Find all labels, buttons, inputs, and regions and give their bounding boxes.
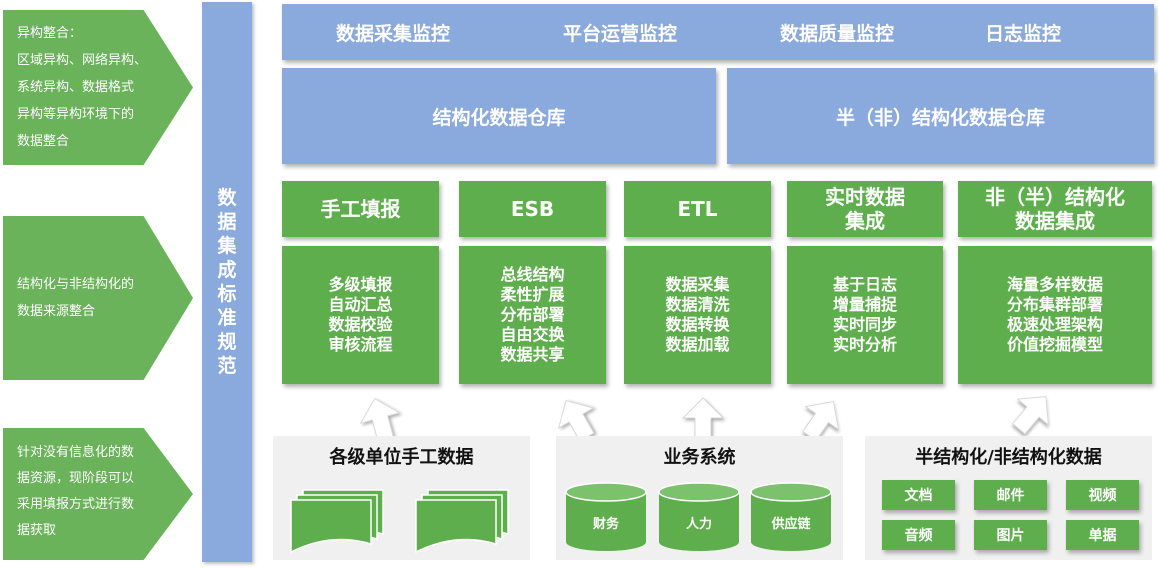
integration-body-realtime: 基于日志 增量捕捉 实时同步 实时分析 bbox=[787, 246, 943, 384]
source-semi-structured: 半结构化/非结构化数据 文档 邮件 视频 音频 图片 单据 bbox=[865, 436, 1152, 560]
document-stack-icon bbox=[415, 489, 509, 554]
source-title: 各级单位手工数据 bbox=[329, 447, 474, 468]
integration-item: 极速处理架构 bbox=[1006, 315, 1103, 334]
database-icons: 财务 人力 供应链 bbox=[565, 482, 832, 551]
integration-title-etl: ETL bbox=[624, 181, 771, 237]
panel-line: 数据来源整合 bbox=[17, 304, 96, 319]
database-icon: 财务 bbox=[565, 482, 647, 551]
database-label: 财务 bbox=[593, 516, 620, 532]
integration-item: 自由交换 bbox=[500, 325, 565, 344]
monitoring-bar: 数据采集监控 平台运营监控 数据质量监控 日志监控 bbox=[282, 4, 1154, 60]
data-type-email: 邮件 bbox=[974, 480, 1047, 510]
panel-line: 异构等异构环境下的 bbox=[17, 107, 135, 122]
data-type-audio: 音频 bbox=[882, 520, 955, 550]
integration-item: 柔性扩展 bbox=[500, 285, 565, 304]
integration-item: 基于日志 bbox=[832, 275, 897, 294]
integration-item: 分布集群部署 bbox=[1006, 295, 1103, 314]
integration-title-unstructured: 非（半）结构化数据集成 bbox=[958, 181, 1152, 237]
source-title: 半结构化/非结构化数据 bbox=[915, 447, 1102, 468]
integration-item: 自动汇总 bbox=[328, 295, 393, 314]
integration-item: 总线结构 bbox=[500, 265, 565, 284]
integration-body-unstructured: 海量多样数据 分布集群部署 极速处理架构 价值挖掘模型 bbox=[958, 246, 1152, 384]
database-icon: 供应链 bbox=[750, 482, 832, 551]
monitor-platform-operation: 平台运营监控 bbox=[563, 22, 678, 45]
integration-item: 实时同步 bbox=[832, 315, 897, 334]
monitor-log: 日志监控 bbox=[985, 22, 1062, 45]
integration-item: 海量多样数据 bbox=[1006, 275, 1103, 294]
integration-item: 实时分析 bbox=[832, 335, 897, 354]
standard-char: 标 bbox=[217, 283, 237, 305]
database-label: 供应链 bbox=[770, 516, 811, 532]
standard-char: 集 bbox=[217, 235, 237, 257]
integration-title: 实时数据集成 bbox=[825, 185, 905, 233]
standard-char: 准 bbox=[217, 307, 237, 329]
document-stack-icon bbox=[290, 489, 384, 554]
integration-item: 数据转换 bbox=[665, 315, 730, 334]
source-manual-data: 各级单位手工数据 bbox=[273, 436, 530, 560]
standard-char: 据 bbox=[217, 211, 237, 233]
integration-item: 数据采集 bbox=[665, 275, 730, 294]
integration-standard-bar: 数 据 集 成 标 准 规 范 bbox=[202, 2, 252, 562]
integration-title: ESB bbox=[510, 197, 555, 221]
document-stack-icons bbox=[290, 489, 509, 554]
panel-line: 区域异构、网络异构、 bbox=[17, 53, 148, 68]
database-label: 人力 bbox=[686, 516, 712, 532]
source-business-systems: 业务系统 财务 人力 供应链 bbox=[556, 436, 843, 560]
panel-line: 据获取 bbox=[17, 523, 57, 538]
data-type-document: 文档 bbox=[882, 480, 955, 510]
integration-title-manual: 手工填报 bbox=[282, 181, 439, 237]
integration-item: 增量捕捉 bbox=[832, 295, 897, 314]
monitor-data-quality: 数据质量监控 bbox=[780, 22, 895, 45]
panel-line: 针对没有信息化的数 bbox=[17, 445, 135, 460]
source-title: 业务系统 bbox=[663, 447, 736, 468]
arrow-up-icon bbox=[1003, 383, 1062, 443]
panel-line: 据资源，现阶段可以 bbox=[17, 471, 135, 486]
panel-line: 采用填报方式进行数 bbox=[17, 497, 135, 512]
structured-warehouse: 结构化数据仓库 bbox=[282, 68, 716, 164]
integration-title: 非（半）结构化数据集成 bbox=[985, 185, 1125, 233]
panel-line: 系统异构、数据格式 bbox=[17, 80, 135, 95]
integration-item: 审核流程 bbox=[328, 335, 393, 354]
standard-char: 数 bbox=[217, 187, 237, 209]
standard-char: 规 bbox=[217, 331, 237, 353]
database-icon: 人力 bbox=[658, 482, 740, 551]
panel-line: 异构整合： bbox=[17, 26, 83, 41]
integration-body-manual: 多级填报 自动汇总 数据校验 审核流程 bbox=[282, 246, 439, 384]
integration-item: 数据加载 bbox=[665, 335, 730, 354]
integration-body-etl: 数据采集 数据清洗 数据转换 数据加载 bbox=[624, 246, 771, 384]
integration-item: 数据校验 bbox=[328, 315, 393, 334]
integration-title: ETL bbox=[677, 197, 718, 221]
integration-item: 价值挖掘模型 bbox=[1006, 335, 1103, 354]
integration-item: 数据共享 bbox=[500, 345, 565, 364]
standard-char: 范 bbox=[217, 355, 237, 377]
data-type-receipt: 单据 bbox=[1066, 520, 1139, 550]
integration-title: 手工填报 bbox=[320, 197, 401, 221]
integration-body-esb: 总线结构 柔性扩展 分布部署 自由交换 数据共享 bbox=[459, 246, 606, 384]
monitor-data-collection: 数据采集监控 bbox=[336, 22, 451, 45]
standard-char: 成 bbox=[217, 259, 237, 281]
data-type-image: 图片 bbox=[974, 520, 1047, 550]
integration-item: 多级填报 bbox=[328, 275, 393, 294]
semi-structured-warehouse: 半（非）结构化数据仓库 bbox=[727, 68, 1154, 164]
integration-item: 数据清洗 bbox=[665, 295, 730, 314]
panel-line: 结构化与非结构化的 bbox=[17, 277, 135, 292]
semi-warehouse-label: 半（非）结构化数据仓库 bbox=[835, 106, 1045, 129]
integration-title-realtime: 实时数据集成 bbox=[787, 181, 943, 237]
integration-title-esb: ESB bbox=[459, 181, 606, 237]
arrow-up-icon bbox=[682, 397, 724, 441]
panel-line: 数据整合 bbox=[17, 134, 70, 149]
integration-item: 分布部署 bbox=[500, 305, 565, 324]
structured-warehouse-label: 结构化数据仓库 bbox=[432, 106, 566, 129]
data-type-video: 视频 bbox=[1066, 480, 1139, 510]
